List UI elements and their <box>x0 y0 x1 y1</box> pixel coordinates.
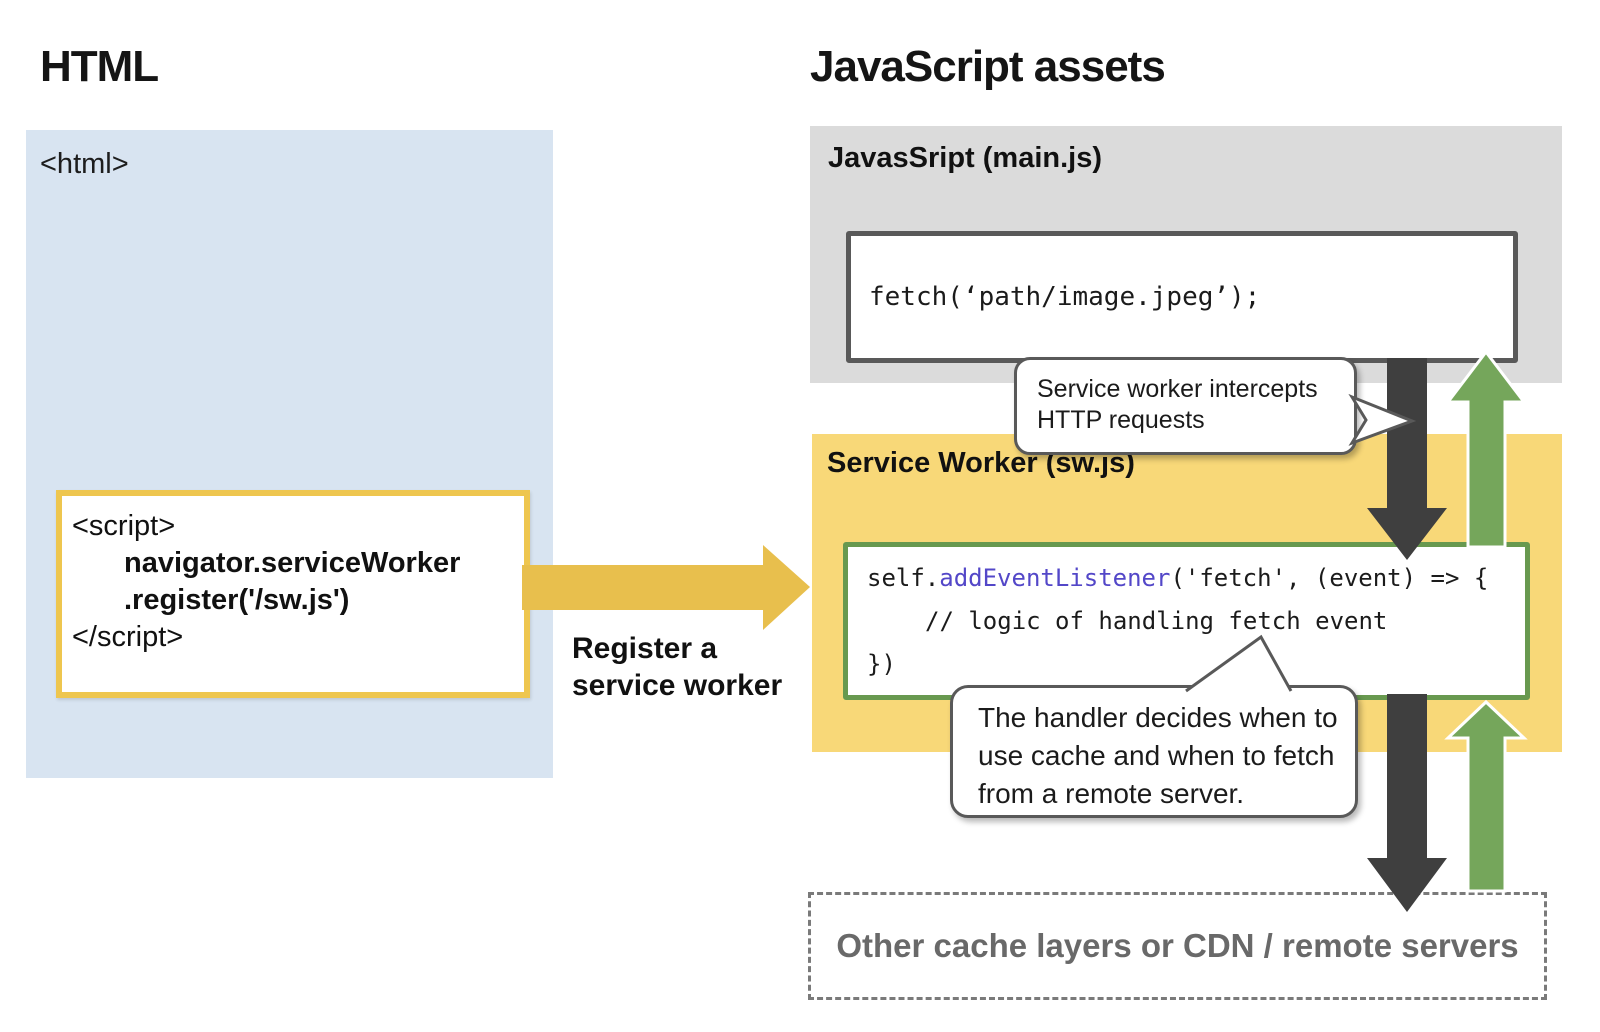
sw-code-line2: // logic of handling fetch event <box>925 607 1388 635</box>
sw-code-line1: self.addEventListener('fetch', (event) =… <box>867 557 1488 600</box>
service-worker-code-box: self.addEventListener('fetch', (event) =… <box>843 542 1530 700</box>
script-close-line: </script> <box>72 621 184 653</box>
sw-code-line3: }) <box>867 650 896 678</box>
intercept-bubble-line1: Service worker intercepts <box>1037 375 1318 403</box>
cache-layers-box: Other cache layers or CDN / remote serve… <box>808 892 1547 1000</box>
sw-code-args: ('fetch', (event) => { <box>1170 564 1489 592</box>
script-open-line: <script> <box>72 510 176 542</box>
intercept-bubble: Service worker intercepts HTTP requests <box>1014 357 1357 455</box>
handler-bubble-line2: use cache and when to fetch <box>978 740 1335 771</box>
handler-bubble-line1: The handler decides when to <box>978 702 1338 733</box>
handler-bubble: The handler decides when to use cache an… <box>950 685 1358 818</box>
register-label-line1: Register a <box>572 632 718 665</box>
register-call-line: .register('/sw.js') <box>124 584 350 616</box>
register-arrow-icon <box>522 545 810 630</box>
html-open-tag: <html> <box>40 148 129 180</box>
handler-bubble-line3: from a remote server. <box>978 778 1245 809</box>
mainjs-panel-title: JavasSript (main.js) <box>828 142 1102 174</box>
service-worker-code: self.addEventListener('fetch', (event) =… <box>867 557 1488 686</box>
cache-layers-label: Other cache layers or CDN / remote serve… <box>836 927 1519 964</box>
fetch-code: fetch(‘path/image.jpeg’); <box>869 282 1261 312</box>
register-script-box <box>56 490 530 698</box>
register-service-worker-label: Register a service worker <box>572 630 782 704</box>
intercept-bubble-line2: HTTP requests <box>1037 406 1205 434</box>
register-label-line2: service worker <box>572 669 783 702</box>
html-heading: HTML <box>40 42 159 91</box>
sw-code-self: self. <box>867 564 940 592</box>
sw-code-addeventlistener: addEventListener <box>939 564 1171 592</box>
navigator-serviceworker-line: navigator.serviceWorker <box>124 547 461 579</box>
fetch-code-box: fetch(‘path/image.jpeg’); <box>846 231 1518 363</box>
javascript-assets-heading: JavaScript assets <box>810 42 1166 91</box>
register-script-code: <script> navigator.serviceWorker .regist… <box>72 508 460 656</box>
